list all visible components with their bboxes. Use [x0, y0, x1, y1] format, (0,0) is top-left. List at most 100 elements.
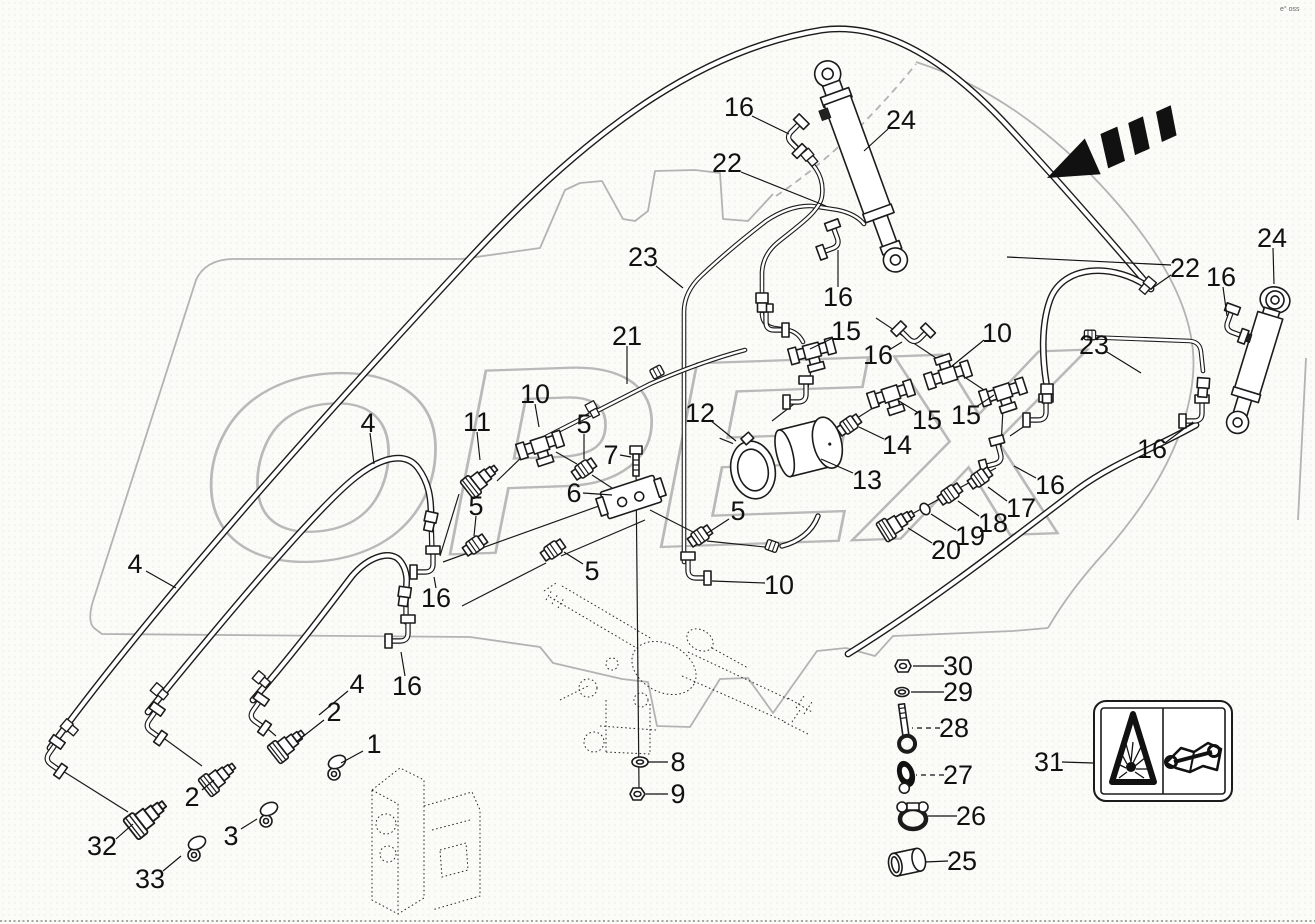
- part-32-coupler: [121, 792, 173, 841]
- part-28-eye-bolt: [897, 702, 918, 754]
- part-2-coupler: [266, 723, 311, 765]
- leader-line: [318, 690, 349, 716]
- leader-line: [751, 115, 790, 135]
- part-16-elbow: [1179, 395, 1209, 428]
- pipe-23-right: [844, 334, 1206, 658]
- leader-line: [655, 265, 684, 289]
- callout-32: 32: [87, 831, 117, 861]
- leader-line: [930, 513, 957, 531]
- leader-line: [888, 341, 903, 351]
- callout-16: 16: [863, 340, 893, 370]
- machine-ghost-outline: [89, 61, 1307, 728]
- leader-line: [898, 400, 918, 413]
- leader-line: [115, 823, 134, 840]
- leader-line: [951, 339, 985, 367]
- part-19-ring: [919, 502, 931, 516]
- callout-4: 4: [349, 669, 364, 699]
- leader-line: [809, 337, 834, 350]
- callout-22: 22: [712, 148, 742, 178]
- part-25-sleeve: [887, 847, 927, 877]
- leader-line: [987, 486, 1008, 502]
- callout-28: 28: [939, 713, 969, 743]
- callout-30: 30: [943, 651, 973, 681]
- leader-line: [295, 719, 325, 743]
- leader-line: [820, 458, 854, 474]
- leader-line: [473, 515, 477, 537]
- part-33-dust-cap: [185, 832, 209, 862]
- callout-20: 20: [931, 535, 961, 565]
- leader-line: [1222, 286, 1228, 317]
- part-26-pipe-clamp: [896, 801, 929, 832]
- callout-31: 31: [1034, 747, 1064, 777]
- leader-line: [1106, 351, 1142, 374]
- leader-line: [711, 580, 766, 584]
- leader-line: [534, 403, 540, 428]
- leader-line: [907, 527, 933, 544]
- callout-17: 17: [1006, 493, 1036, 523]
- callout-25: 25: [947, 846, 977, 876]
- part-2-coupler: [197, 756, 242, 798]
- leader-line: [619, 454, 632, 458]
- callout-15: 15: [912, 405, 942, 435]
- callout-19: 19: [955, 521, 985, 551]
- part-24-cylinder-top: [813, 60, 909, 273]
- callout-5: 5: [584, 556, 599, 586]
- hose-end-elbow: [239, 692, 283, 736]
- part-6-manifold-block: [595, 474, 667, 520]
- leader-line: [740, 171, 827, 207]
- callout-27: 27: [943, 760, 973, 790]
- callout-2: 2: [326, 697, 341, 727]
- leader-line: [1061, 761, 1094, 764]
- callout-15: 15: [951, 400, 981, 430]
- leader-line: [1150, 274, 1172, 290]
- callout-26: 26: [956, 801, 986, 831]
- leader-line: [563, 551, 584, 565]
- leader-line: [1006, 256, 1172, 266]
- leader-line: [705, 518, 730, 535]
- leader-line: [240, 818, 258, 830]
- leader-line: [201, 779, 215, 791]
- leader-line: [1164, 421, 1194, 444]
- callout-16: 16: [392, 671, 422, 701]
- part-7-bolt: [629, 445, 643, 477]
- callout-3: 3: [223, 821, 238, 851]
- leader-line: [145, 570, 177, 589]
- callout-10: 10: [982, 318, 1012, 348]
- leader-line: [863, 128, 889, 152]
- part-27-rubber-loop: [896, 760, 916, 795]
- corner-print-mark: e° oss: [1280, 5, 1300, 13]
- callout-2: 2: [184, 782, 199, 812]
- leader-line: [1013, 465, 1037, 479]
- read-manual-icon: [1164, 741, 1223, 774]
- callout-6: 6: [566, 478, 581, 508]
- direction-arrow-icon: [1047, 105, 1177, 178]
- callout-10: 10: [764, 570, 794, 600]
- callout-5: 5: [468, 491, 483, 521]
- callout-18: 18: [978, 508, 1008, 538]
- valve-block-ghost: [371, 767, 481, 915]
- callout-16: 16: [1035, 470, 1065, 500]
- callout-29: 29: [943, 677, 973, 707]
- leader-line: [975, 394, 995, 408]
- hose-coupling: [755, 292, 769, 313]
- callout-33: 33: [135, 864, 165, 894]
- hose-coupling: [1195, 376, 1211, 399]
- leader-line: [369, 432, 375, 465]
- callout-8: 8: [670, 747, 685, 777]
- pipe-23-left: [681, 203, 867, 565]
- leader-line: [709, 419, 737, 442]
- leader-line: [957, 500, 980, 517]
- part-3-dust-cap: [257, 798, 281, 828]
- leader-line: [858, 426, 885, 440]
- callout-13: 13: [852, 465, 882, 495]
- opex-watermark: OPEX: [190, 293, 1096, 620]
- callout-9: 9: [670, 779, 685, 809]
- callout-12: 12: [685, 398, 715, 428]
- callout-5: 5: [576, 409, 591, 439]
- pipe-21: [543, 347, 748, 440]
- callout-4: 4: [360, 408, 375, 438]
- callout-4: 4: [127, 549, 142, 579]
- callout-5: 5: [730, 496, 745, 526]
- callout-21: 21: [612, 321, 642, 351]
- parts-layer: [35, 60, 1291, 877]
